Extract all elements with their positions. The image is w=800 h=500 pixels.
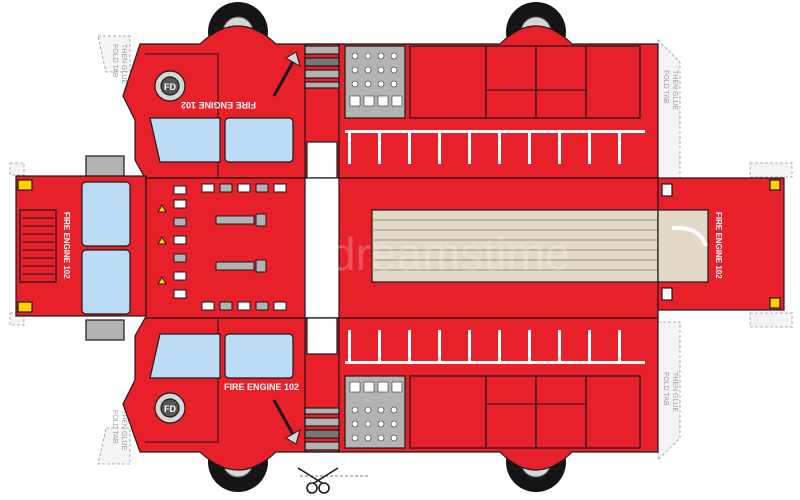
fold-tab-text-tr: FOLD TAB [662, 70, 669, 104]
rail-top [345, 130, 645, 164]
compartment-top-4 [585, 45, 641, 119]
fold-tabs [9, 35, 793, 465]
window-top-front-cab [224, 117, 294, 163]
window-bottom-front-cab [224, 333, 294, 379]
compartment-bottom-3 [535, 375, 587, 449]
front-end [15, 155, 147, 341]
scissors-icon [297, 467, 339, 494]
compartment-bottom-1 [409, 375, 487, 449]
rail-bottom [345, 330, 645, 364]
engine-name-front: FIRE ENGINE 102 [62, 212, 71, 279]
pump-dots-top [349, 52, 403, 107]
side-panel-top: FD FIRE ENGINE 102 [122, 25, 659, 179]
fold-tab-text-tl2: THEN GLUE [120, 44, 127, 84]
engine-name-top: FIRE ENGINE 102 [181, 100, 256, 110]
fold-tab-bottom-left [97, 427, 131, 465]
watermark: dreamstime [330, 228, 570, 280]
front-grille [19, 209, 57, 283]
engine-name-bottom: FIRE ENGINE 102 [224, 382, 299, 392]
compartment-top-3 [535, 45, 587, 119]
fold-tab-text-br2: THEN GLUE [671, 372, 678, 412]
compartment-top-1 [409, 45, 487, 119]
roof-divider [304, 177, 340, 319]
front-bumper-bottom [85, 319, 125, 341]
fold-tab-text-tl: FOLD TAB [111, 44, 118, 78]
axe-icon-bottom [272, 399, 301, 445]
window-top-rear-cab [149, 117, 221, 163]
roof-panel [145, 177, 659, 319]
compartment-top-2 [485, 45, 537, 119]
engine-name-rear: FIRE ENGINE 102 [714, 212, 723, 279]
windshield-bottom [81, 249, 131, 315]
front-grille-lines [22, 217, 54, 275]
windshield-top [81, 181, 131, 247]
fold-tab-text-br: FOLD TAB [662, 372, 669, 406]
ladder-rungs [372, 219, 658, 271]
pump-dots-bottom [349, 381, 403, 442]
fd-badge-text-bottom: FD [164, 404, 176, 414]
front-bumper-top [85, 155, 125, 177]
side-panel-bottom: FD FIRE ENGINE 102 [122, 317, 659, 471]
fold-tab-rear-bottom [749, 312, 793, 328]
window-bottom-rear-cab [149, 333, 221, 379]
fold-tab-front-top [9, 162, 25, 176]
rear-ladder-holder [657, 209, 709, 283]
fold-tab-text-bl2: THEN GLUE [120, 410, 127, 450]
rear-end [657, 177, 785, 311]
fold-tab-text-bl: FOLD TAB [111, 410, 118, 444]
compartment-bottom-4 [585, 375, 641, 449]
fold-tab-rear-top [749, 162, 793, 178]
siren-top [215, 215, 255, 225]
axe-icon [272, 51, 301, 97]
fold-tab-top-left [97, 35, 131, 73]
siren-bottom [215, 261, 255, 271]
compartment-bottom-2 [485, 375, 537, 449]
fold-tab-text-tr2: THEN GLUE [671, 70, 678, 110]
fd-badge-text: FD [164, 82, 176, 92]
rear-hose [671, 225, 708, 247]
roof-fixtures [157, 183, 287, 311]
